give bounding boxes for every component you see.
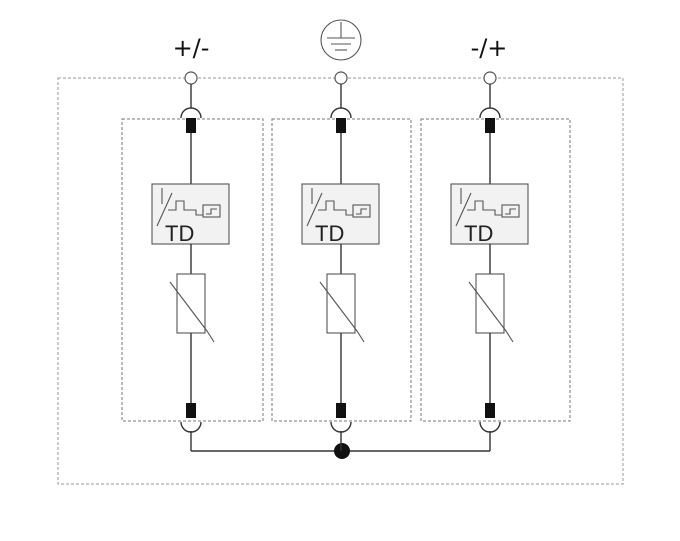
module-2-enclosure xyxy=(271,118,412,422)
module-1-bottom-contact xyxy=(186,403,196,418)
module-1-enclosure xyxy=(121,118,264,422)
terminal-right xyxy=(483,71,497,85)
module-1: TD xyxy=(121,84,264,451)
terminal-left xyxy=(184,71,198,85)
module-1-thermal-disconnector xyxy=(151,183,230,245)
junction-dot xyxy=(334,443,350,459)
module-3-top-contact xyxy=(485,118,495,133)
earth-ground-icon xyxy=(320,19,362,61)
module-2-top-contact xyxy=(336,118,346,133)
module-2-td-label: TD xyxy=(315,221,344,246)
module-3-enclosure xyxy=(420,118,571,422)
module-2-thermal-disconnector xyxy=(301,183,380,245)
terminal-label-right: -/+ xyxy=(471,34,508,62)
module-1-top-contact xyxy=(186,118,196,133)
module-3: TD xyxy=(420,84,571,451)
module-3-bottom-contact xyxy=(485,403,495,418)
terminal-label-left: +/- xyxy=(173,34,210,62)
module-2-varistor xyxy=(326,273,356,334)
module-1-td-label: TD xyxy=(165,221,194,246)
module-2: TD xyxy=(271,84,412,451)
module-2-bottom-contact xyxy=(336,403,346,418)
module-3-thermal-disconnector xyxy=(450,183,529,245)
module-3-td-label: TD xyxy=(464,221,493,246)
module-3-varistor xyxy=(475,273,505,334)
terminal-center xyxy=(334,71,348,85)
module-1-varistor xyxy=(176,273,206,334)
